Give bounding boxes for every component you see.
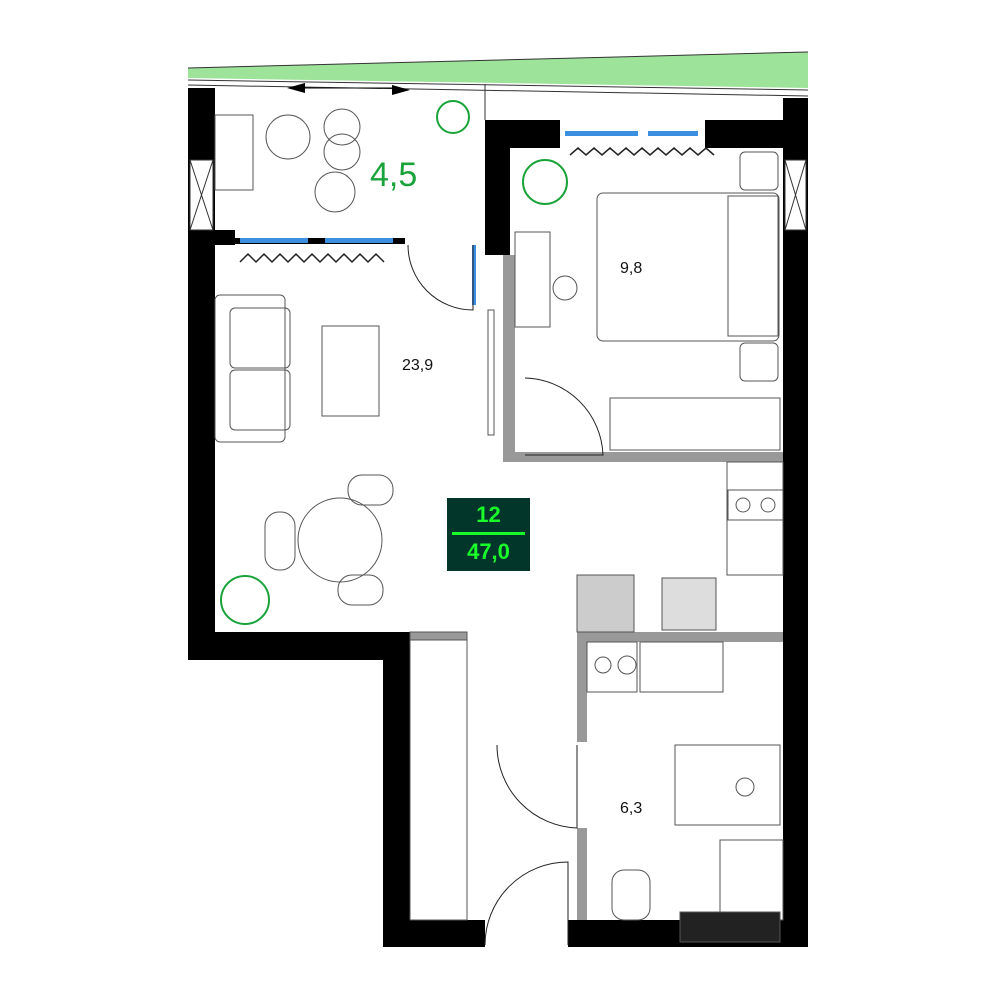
room-area-bedroom: 9,8 [620, 260, 642, 277]
partitions [503, 255, 783, 920]
room-area-bathroom: 6,3 [620, 800, 642, 817]
furniture [214, 108, 784, 943]
doors [407, 244, 604, 946]
curtains [239, 147, 715, 264]
badge-divider [452, 532, 525, 535]
rooms-count: 12 [476, 502, 501, 527]
windows [240, 131, 698, 305]
room-area-balcony: 4,5 [370, 156, 417, 194]
window-side [189, 159, 807, 231]
total-area: 47,0 [467, 539, 510, 564]
apartment-badge: 12 47,0 [447, 498, 530, 571]
lawn-strip [188, 52, 808, 88]
sliding-arrow [287, 83, 410, 95]
plants [220, 100, 568, 625]
room-area-living: 23,9 [402, 357, 433, 374]
